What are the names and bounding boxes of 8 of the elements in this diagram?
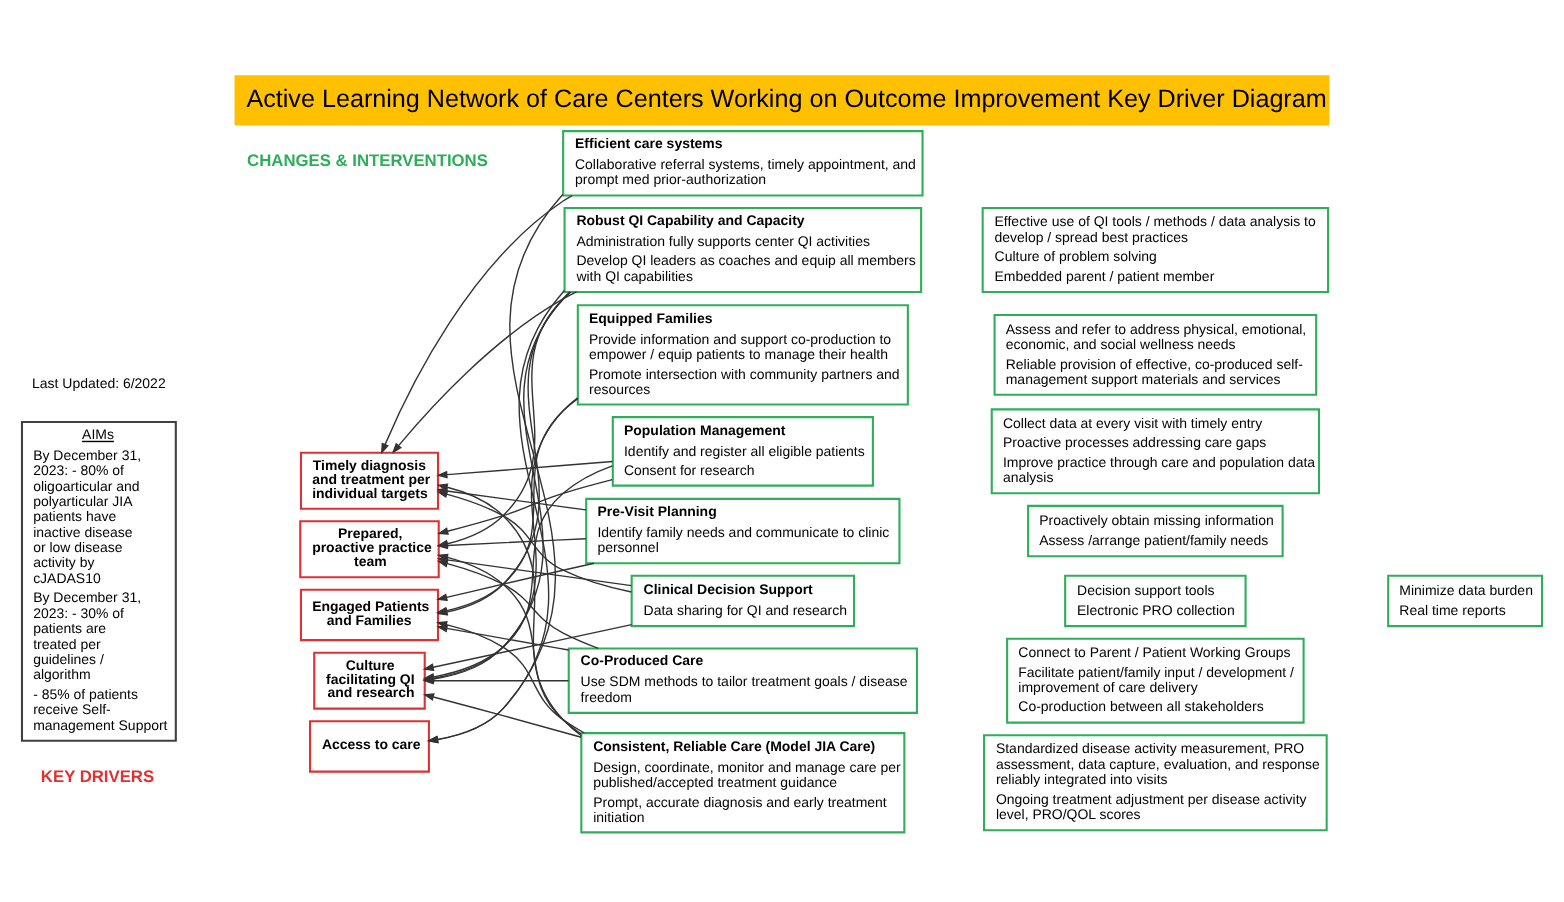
diagram-title: Active Learning Network of Care Centers Working on Outcome Improvement Key Driver Diagram <box>246 84 1327 113</box>
arrow <box>436 562 595 602</box>
arrow <box>436 460 614 479</box>
arrow <box>380 194 573 455</box>
arrow <box>391 291 578 454</box>
label: KEY DRIVERS <box>40 765 155 786</box>
arrow <box>422 693 582 738</box>
label: CHANGES & INTERVENTIONS <box>247 150 488 171</box>
